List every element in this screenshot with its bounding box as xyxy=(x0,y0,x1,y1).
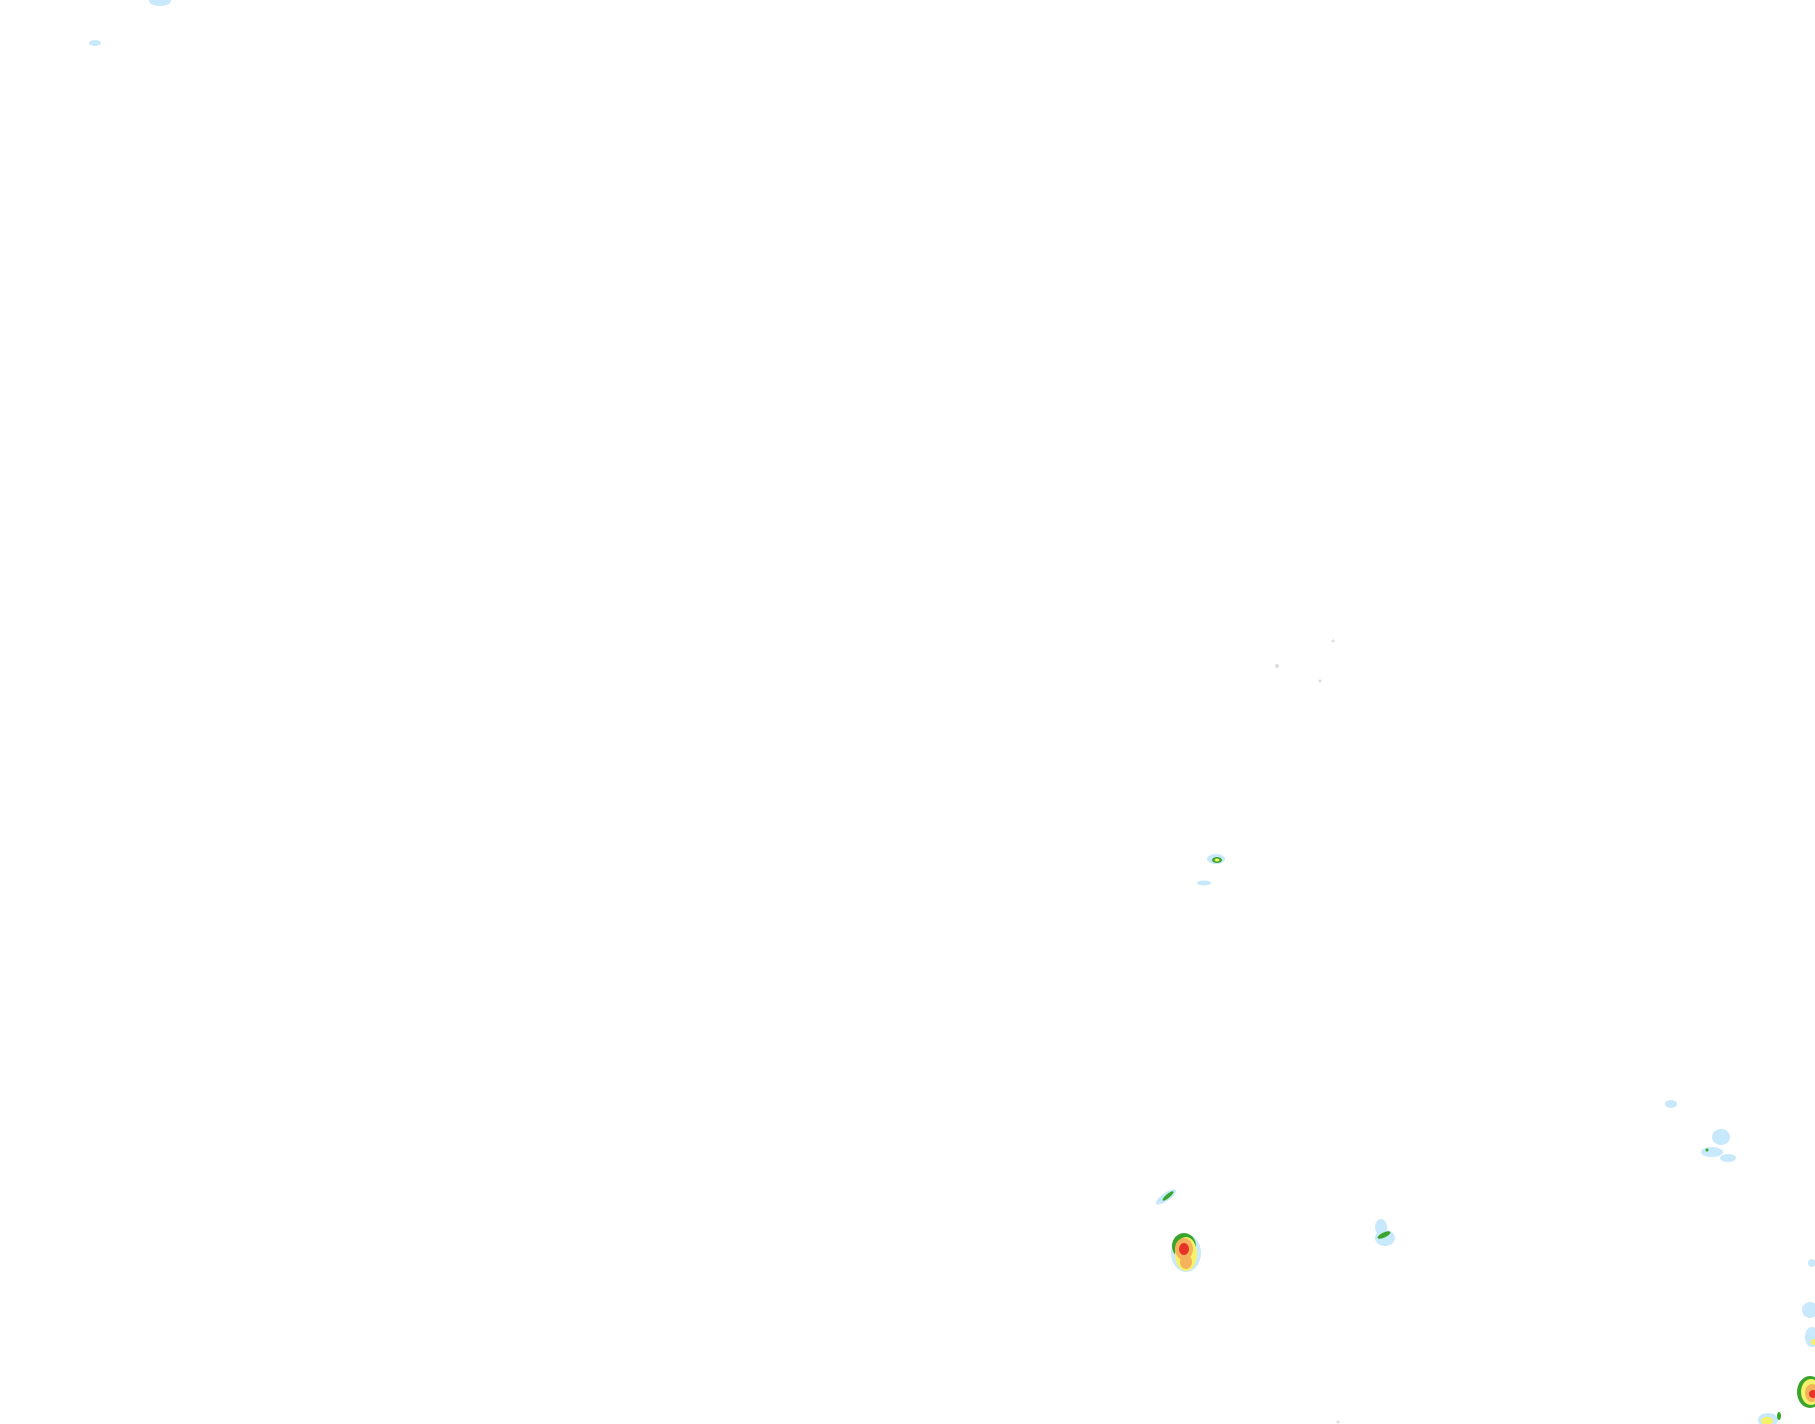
radar-noise-dots xyxy=(1275,639,1340,1424)
radar-echo-red xyxy=(1179,1243,1189,1255)
radar-echo-noise xyxy=(1318,679,1322,683)
radar-echo-noise xyxy=(1336,1420,1340,1424)
radar-echo-mod xyxy=(1777,1412,1781,1420)
radar-echo-noise xyxy=(1275,664,1279,668)
radar-echo-light xyxy=(149,0,171,6)
radar-echo-light xyxy=(1375,1230,1395,1246)
radar-echo-light xyxy=(1712,1129,1730,1145)
radar-echo-orange xyxy=(1180,1255,1192,1269)
precip-cell-center-2 xyxy=(1197,880,1211,886)
precip-cell-south-center xyxy=(1375,1219,1395,1246)
radar-echo-red xyxy=(1809,1390,1815,1398)
precip-cell-nw-2 xyxy=(89,40,101,46)
precip-cell-east-cluster xyxy=(1665,1100,1736,1162)
radar-echo-yellow xyxy=(1761,1417,1773,1424)
radar-echo-mod xyxy=(1377,1231,1391,1239)
radar-echo-light xyxy=(1701,1147,1723,1157)
radar-echo-noise xyxy=(1331,639,1335,643)
radar-echo-light xyxy=(89,40,101,46)
precip-cell-nw-1 xyxy=(149,0,171,6)
storm-cell-se-edge xyxy=(1797,1376,1815,1408)
radar-echo-light xyxy=(1197,880,1211,886)
storm-cell-severe xyxy=(1171,1233,1201,1272)
radar-echo-light xyxy=(1665,1100,1677,1108)
radar-echo-light xyxy=(1808,1259,1815,1267)
radar-echo-yellow xyxy=(1214,858,1220,862)
precip-cell-se-bottom xyxy=(1758,1412,1781,1424)
radar-echo-mod xyxy=(1162,1191,1174,1201)
precip-cell-se-edge xyxy=(1802,1259,1815,1347)
radar-echo-yellow xyxy=(1811,1339,1815,1345)
radar-echo-light xyxy=(1802,1302,1815,1318)
radar-echo-mod xyxy=(1705,1148,1709,1152)
radar-echo-light xyxy=(1720,1154,1736,1162)
precip-cell-center-1 xyxy=(1207,854,1225,864)
precip-cell-sw-streak xyxy=(1155,1189,1177,1205)
